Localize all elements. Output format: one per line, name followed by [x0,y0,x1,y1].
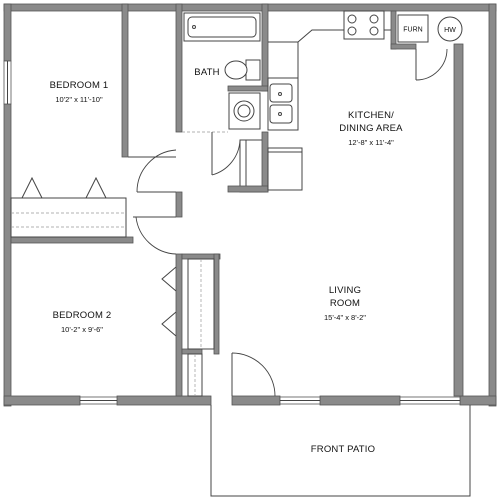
bottom-wall-right [459,395,497,406]
bottom-wall-living [319,395,401,406]
kitchen-east-wall [453,43,464,397]
bottom-wall-center [116,395,212,406]
burner-4 [369,26,379,36]
top-wall [3,3,497,12]
left-wall-upper [3,3,12,62]
front-patio [210,405,471,497]
doors [128,132,276,397]
toilet-tank [245,59,261,81]
bath-east-wall [261,3,269,92]
bedroom1-dimensions: 10'2" x 11'-10" [55,95,103,104]
bath-south-wall-right [227,85,269,92]
closet-east-wall [213,253,220,355]
bathroom-fixtures [182,12,269,193]
kitchen-dimensions: 12'-8" x 11'-4" [348,138,394,147]
bedroom2-east-wall [175,253,183,397]
living-dimensions: 15'-4" x 8'-2" [324,313,366,322]
bifold-door-left[interactable] [21,176,43,199]
utility-west-wall [390,10,397,50]
patio-outline [210,405,471,497]
bottom-wall-left [3,395,81,406]
bedroom1-title: BEDROOM 1 [50,80,109,91]
utility-bottom-wall [390,43,417,50]
water-heater-label: HW [444,27,456,34]
linen-closet-wall [261,131,269,193]
linen-closet [239,139,266,193]
bedroom1-closet [10,176,127,238]
patio-title: FRONT PATIO [311,444,375,455]
windows [3,60,461,405]
kitchen-title-line1: KITCHEN/ [348,110,394,121]
bathtub-basin [187,16,257,38]
toilet-bowl [224,60,248,80]
bath-west-wall [175,3,183,133]
bath-title: BATH [194,67,219,78]
left-wall-lower [3,103,12,407]
right-wall [488,3,497,407]
kitchen-title-line2: DINING AREA [339,123,403,134]
linen-closet-bottom [227,185,269,193]
furnace-label: FURN [403,27,422,34]
closet-bottom-wall [181,348,203,355]
burner-2 [369,14,379,24]
refrigerator [267,147,303,191]
closet-shelf-area [10,197,127,238]
hall-wall-mid [175,191,183,218]
bedroom2-closet-door-upper[interactable] [161,266,177,292]
living-title-line2: ROOM [330,298,360,309]
bedroom2-title: BEDROOM 2 [53,310,112,321]
bedroom1-east-wall [121,3,129,158]
bedroom2-dimensions: 10'-2" x 9'-6" [61,325,103,334]
burner-3 [347,26,357,36]
bottom-wall-entry-right [231,395,281,406]
bedroom-divider-wall [10,236,134,244]
bifold-door-right[interactable] [85,176,107,199]
bedroom2-closet-door-lower[interactable] [161,311,177,337]
room-labels: BEDROOM 1 10'2" x 11'-10" BEDROOM 2 10'-… [50,67,403,455]
water-heater [437,16,463,42]
burner-1 [347,14,357,24]
utility-closet: FURN HW [397,14,463,81]
furnace [397,14,429,43]
living-title-line1: LIVING [329,285,361,296]
kitchen-fixtures [267,10,391,191]
